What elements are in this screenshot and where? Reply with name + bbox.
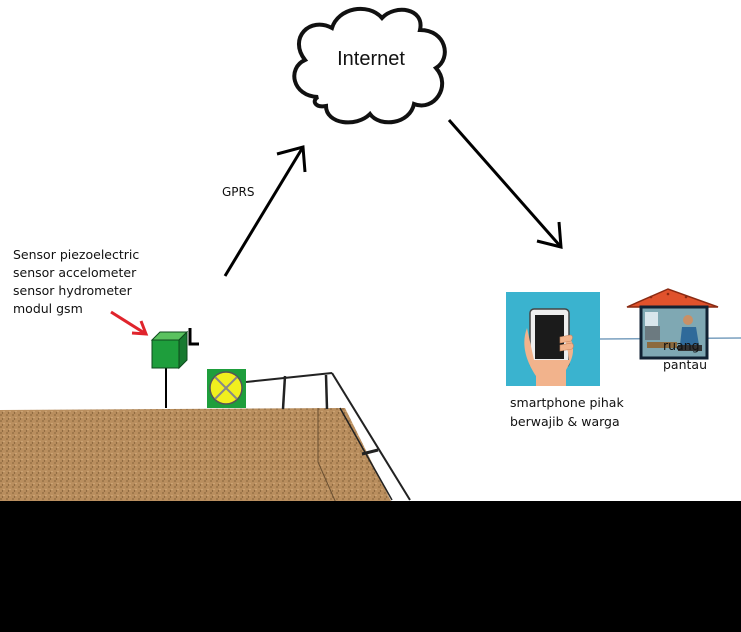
sensor-list: Sensor piezoelectric sensor accelometer … (13, 246, 139, 318)
soil-embankment (0, 408, 392, 503)
sensor-list-item: Sensor piezoelectric (13, 247, 140, 262)
gprs-label: GPRS (222, 185, 255, 199)
gprs-arrow (223, 145, 307, 277)
ground-base (0, 501, 741, 632)
embankment-edge (317, 408, 337, 504)
smartphone-caption: smartphone pihak berwajib & warga (510, 393, 624, 431)
sensor-unit (150, 328, 199, 408)
sensor-list-item: sensor hydrometer (13, 283, 132, 298)
internet-label: Internet (337, 48, 405, 70)
monitoring-room-caption-line: pantau (663, 357, 708, 372)
pointer-arrow (110, 310, 149, 336)
smartphone-panel (506, 292, 600, 386)
railing (245, 372, 411, 501)
internet-to-phone-arrow (447, 119, 563, 249)
monitoring-room (626, 288, 719, 360)
sensor-list-item: modul gsm (13, 301, 83, 316)
smartphone-caption-line: smartphone pihak (510, 395, 624, 410)
sensor-list-item: sensor accelometer (13, 265, 137, 280)
monitoring-room-caption-line: ruang (663, 338, 700, 353)
smartphone-caption-line: berwajib & warga (510, 414, 620, 429)
internet-cloud (292, 7, 447, 125)
monitoring-room-caption: ruang pantau (663, 336, 707, 374)
warning-lamp (207, 369, 246, 408)
